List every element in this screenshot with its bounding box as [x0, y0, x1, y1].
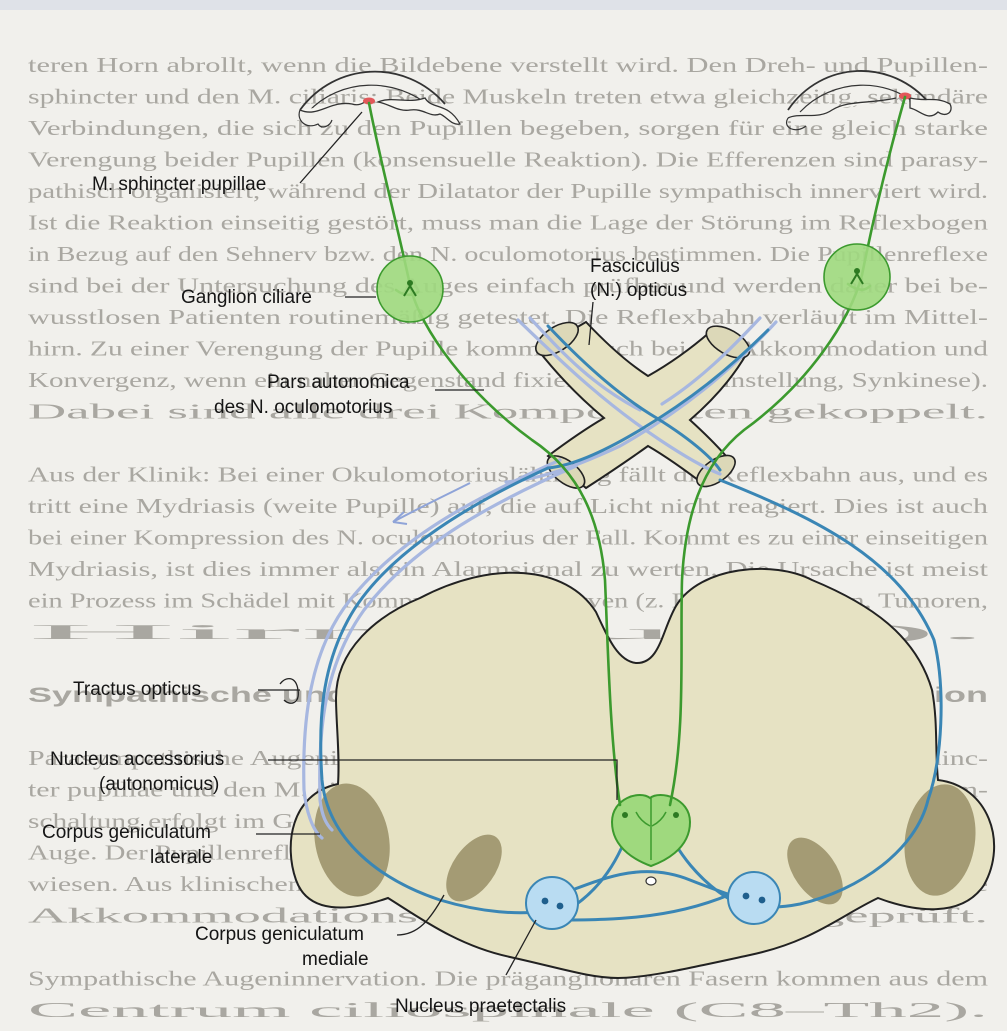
background-text-line: Ist die Reaktion einseitig gestört, muss… — [28, 211, 989, 235]
page-top-band — [0, 0, 1007, 10]
background-text-line: bei einer Kompression des N. oculomotori… — [28, 526, 989, 550]
label-sphincter: M. sphincter pupillae — [92, 174, 266, 195]
label-ganglion-ciliare: Ganglion ciliare — [181, 287, 312, 308]
ganglion-ciliare-left — [377, 256, 443, 322]
label-tractus-opticus: Tractus opticus — [73, 679, 201, 700]
aqueduct — [646, 877, 656, 885]
nucleus-praetectalis-left — [526, 877, 578, 929]
label-nucleus-accessorius-line2: (autonomicus) — [99, 774, 219, 795]
background-text-line: Konvergenz, wenn ein naher Gegenstand fi… — [28, 368, 988, 392]
label-cgl-line2: laterale — [150, 847, 212, 868]
label-fasciculus-line2: (N.) opticus — [590, 280, 687, 301]
label-nucleus-praetectalis: Nucleus praetectalis — [395, 996, 566, 1017]
label-cgl-line1: Corpus geniculatum — [42, 822, 211, 843]
label-cgm-line1: Corpus geniculatum — [195, 924, 364, 945]
label-cgm-line2: mediale — [302, 949, 369, 970]
nucleus-praetectalis-right — [728, 872, 780, 924]
label-pars-autonomica-line2: des N. oculomotorius — [214, 397, 392, 418]
ganglion-ciliare-right — [824, 244, 890, 310]
background-text-line: hirn. Zu einer Verengung der Pupille kom… — [28, 337, 989, 361]
background-text-line: Verengung beider Pupillen (konsensuelle … — [28, 148, 988, 172]
background-text-line: Verbindungen, die sich zu den Pupillen b… — [28, 116, 988, 140]
label-fasciculus-line1: Fasciculus — [590, 256, 680, 277]
label-pars-autonomica-line1: Pars autonomica — [267, 372, 410, 393]
label-nucleus-accessorius-line1: Nucleus accessorius — [50, 749, 224, 770]
